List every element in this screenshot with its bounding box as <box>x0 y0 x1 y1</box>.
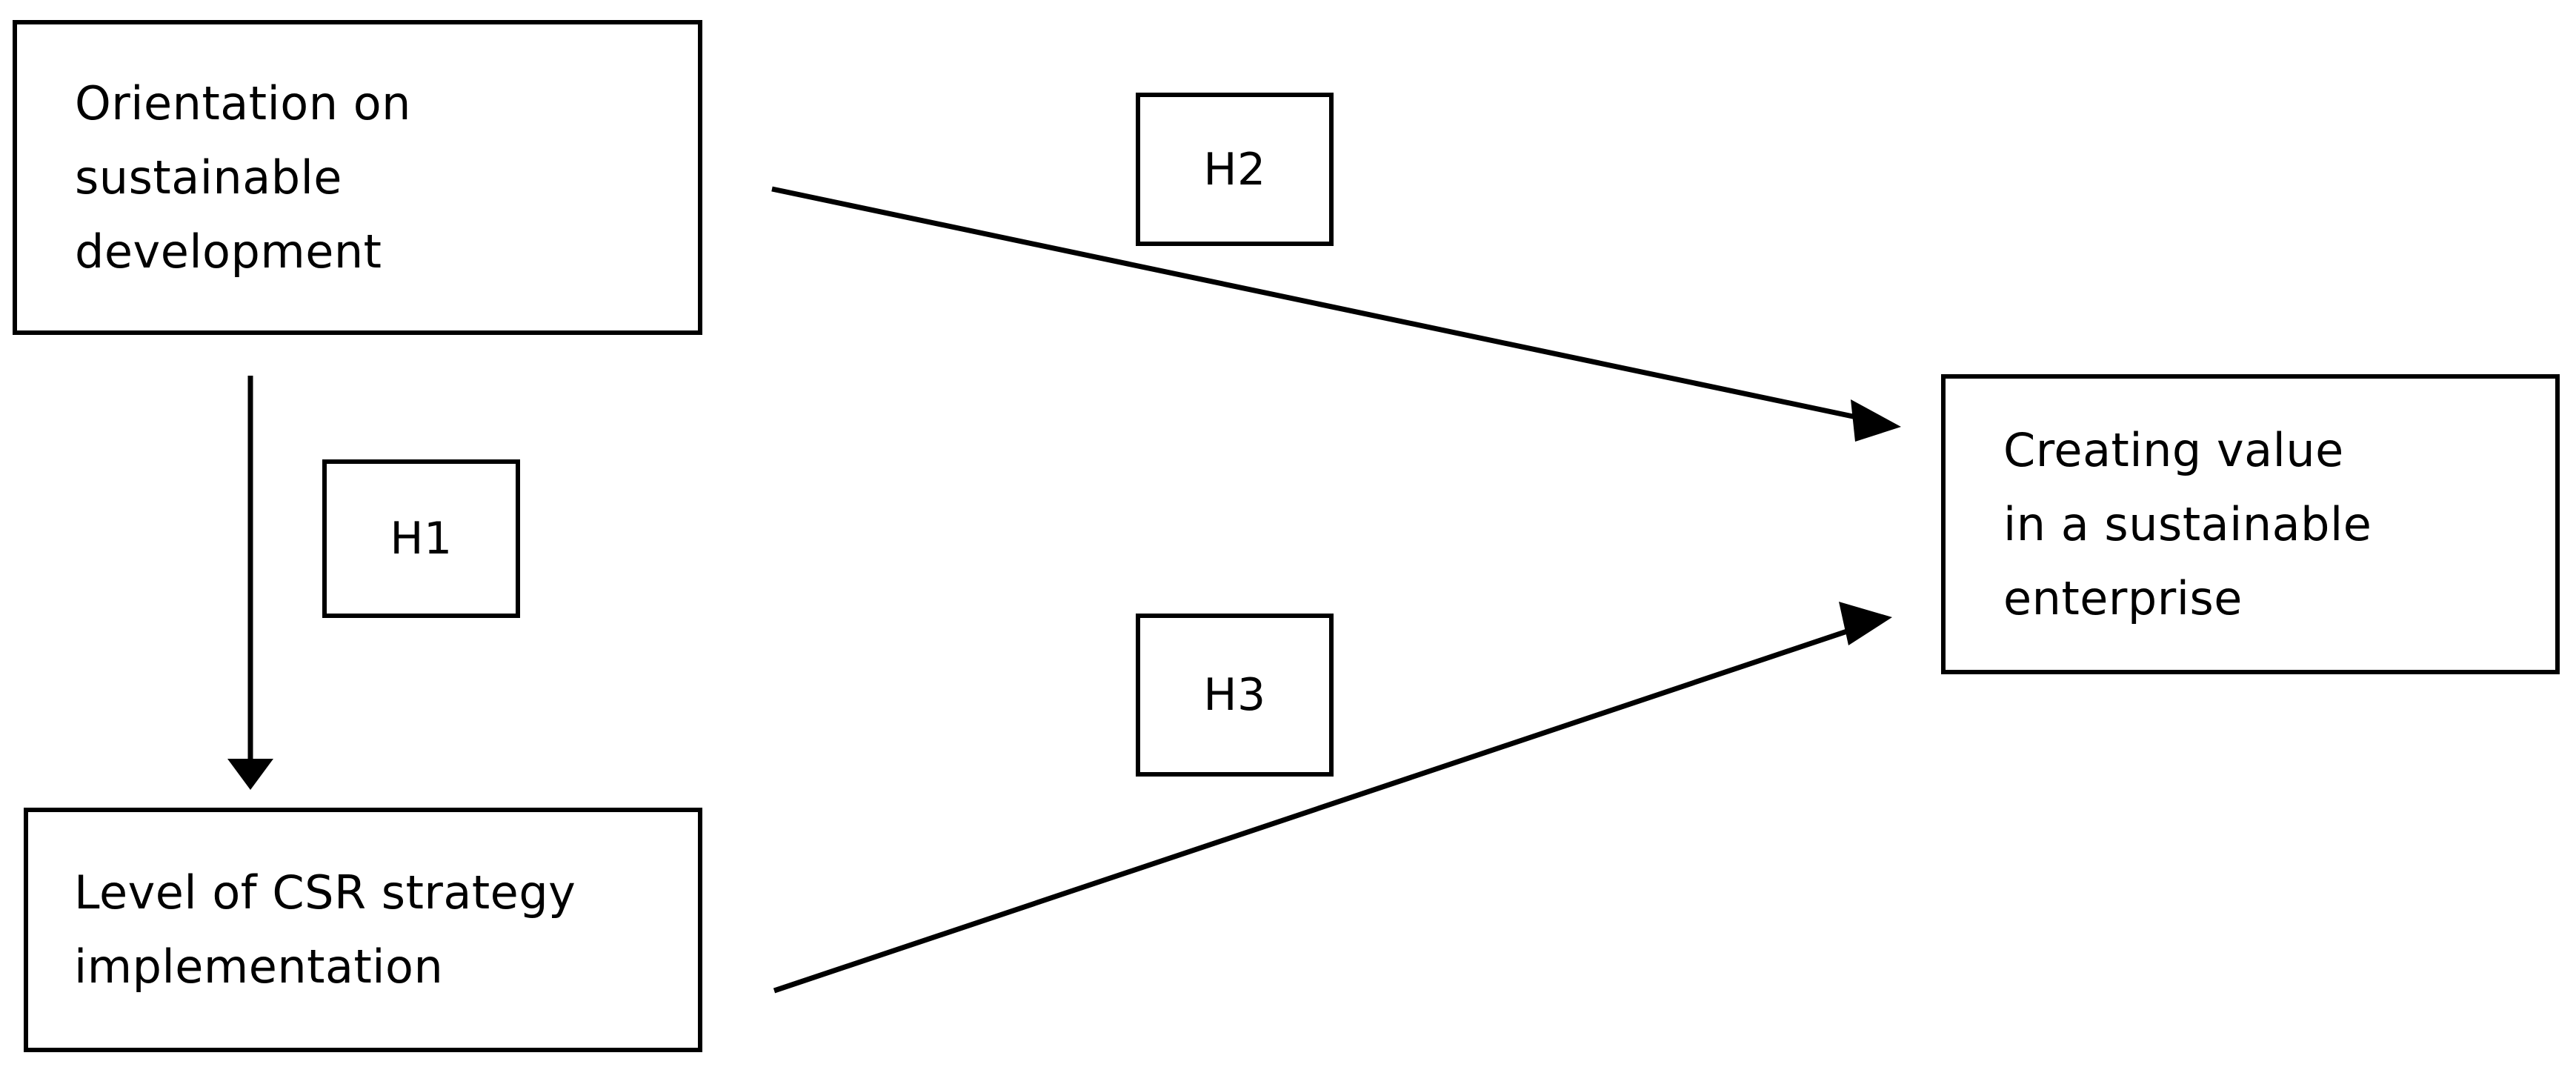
hypothesis-label-h3: H3 <box>1203 669 1266 721</box>
node-csr-label: Level of CSR strategy implementation <box>74 865 576 994</box>
node-value-label: Creating value in a sustainable enterpri… <box>2003 422 2372 625</box>
node-orientation-label: Orientation on sustainable development <box>75 76 411 279</box>
edge-h2-arrowhead <box>1851 399 1901 442</box>
hypothesis-label-h1: H1 <box>390 513 453 565</box>
node-level-of-csr-strategy-implementation[interactable]: Level of CSR strategy implementation <box>24 808 702 1052</box>
node-creating-value-in-a-sustainable-enterprise[interactable]: Creating value in a sustainable enterpri… <box>1941 374 2560 674</box>
node-orientation-on-sustainable-development[interactable]: Orientation on sustainable development <box>13 20 702 335</box>
edge-h1-arrowhead <box>227 759 273 790</box>
edge-h1 <box>227 376 273 790</box>
hypothesis-label-h2: H2 <box>1203 143 1266 196</box>
edge-h2 <box>771 186 1901 442</box>
hypothesis-box-h3[interactable]: H3 <box>1136 614 1334 777</box>
hypothesis-box-h1[interactable]: H1 <box>322 459 520 618</box>
edge-h3-arrowhead <box>1839 602 1892 645</box>
hypothesis-box-h2[interactable]: H2 <box>1136 93 1334 246</box>
